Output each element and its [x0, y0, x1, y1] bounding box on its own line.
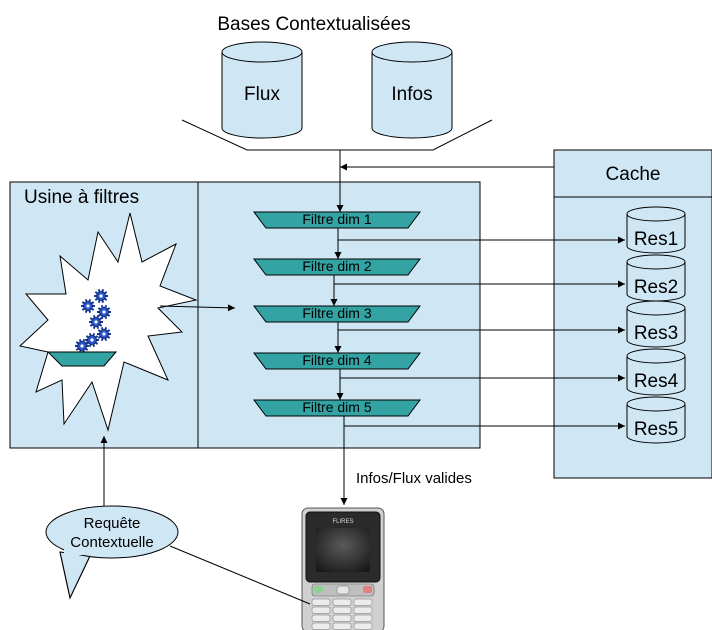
filter-dim-1-label: Filtre dim 1 [302, 211, 371, 227]
phone-icon: FLIRES [301, 507, 385, 630]
filter-dim-3: Filtre dim 3 [253, 305, 421, 323]
result-1: Res1 [626, 206, 686, 254]
result-4: Res4 [626, 348, 686, 396]
request-line2: Contextuelle [70, 534, 153, 551]
filter-dim-1: Filtre dim 1 [253, 211, 421, 229]
filter-dim-3-label: Filtre dim 3 [302, 305, 371, 321]
request-line1: Requête [84, 515, 141, 532]
result-2-label: Res2 [634, 277, 678, 298]
result-arrow-2 [333, 275, 625, 288]
output-label: Infos/Flux valides [356, 470, 472, 487]
result-3-label: Res3 [634, 323, 678, 344]
database-infos: Infos [371, 41, 453, 139]
database-flux-label: Flux [244, 84, 280, 105]
factory-to-filters-arrow [159, 304, 236, 312]
filter-dim-2: Filtre dim 2 [253, 258, 421, 276]
result-5: Res5 [626, 396, 686, 444]
page-title: Bases Contextualisées [217, 14, 410, 35]
result-2: Res2 [626, 254, 686, 302]
result-arrow-4 [339, 369, 625, 382]
request-bubble: Requête Contextuelle [45, 505, 179, 600]
database-infos-label: Infos [391, 84, 432, 105]
filter-dim-2-label: Filtre dim 2 [302, 258, 371, 274]
result-5-label: Res5 [634, 419, 678, 440]
cache-label: Cache [606, 164, 661, 185]
result-4-label: Res4 [634, 371, 679, 392]
bubble-to-phone-line [169, 545, 311, 605]
filter-dim-5-label: Filtre dim 5 [302, 399, 371, 415]
filter-chain: Filtre dim 1 Filtre dim 2 Filtre dim 3 Filt… [253, 211, 625, 430]
factory-label: Usine à filtres [24, 187, 139, 208]
filter-dim-4: Filtre dim 4 [253, 352, 421, 370]
result-1-label: Res1 [634, 229, 678, 250]
starburst-shape [18, 212, 198, 432]
filter-dim-4-label: Filtre dim 4 [302, 352, 371, 368]
database-flux: Flux [221, 41, 303, 139]
gears-icon [75, 289, 111, 353]
result-arrow-1 [337, 228, 625, 244]
mini-funnel-icon [46, 351, 118, 367]
filter-dim-5: Filtre dim 5 [253, 399, 421, 417]
phone-brand: FLIRES [332, 519, 353, 525]
result-3: Res3 [626, 300, 686, 348]
result-arrow-3 [337, 322, 625, 334]
